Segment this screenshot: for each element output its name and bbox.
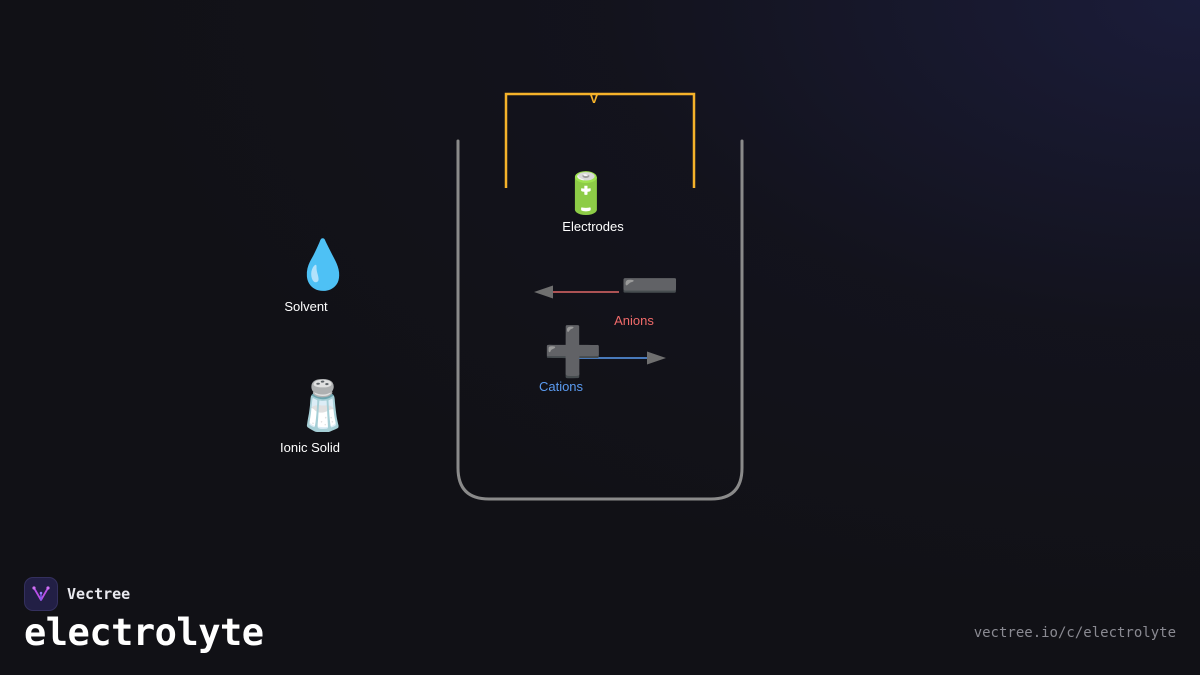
battery-icon: 🔋 [561,171,611,217]
cations-label: Cations [538,379,584,394]
minus-icon: ➖ [620,258,680,314]
solvent-label: Solvent [284,299,328,314]
beaker-outline [456,139,744,501]
page-url[interactable]: vectree.io/c/electrolyte [973,625,1176,641]
plus-icon: ➕ [543,324,603,380]
voltage-label: V [589,91,599,106]
water-drop-icon: 💧 [293,237,353,293]
page-title: electrolyte [24,611,264,654]
ionic-solid-label: Ionic Solid [280,440,340,455]
brand: Vectree [24,577,130,611]
electrodes-label: Electrodes [562,219,624,234]
brand-name: Vectree [67,585,131,603]
salt-shaker-icon: 🧂 [293,378,353,434]
vectree-logo-icon [24,577,58,611]
cation-arrow-head [647,351,666,365]
anions-label: Anions [614,313,654,328]
electrode-wire [504,92,696,188]
anion-arrow-head [534,285,553,299]
